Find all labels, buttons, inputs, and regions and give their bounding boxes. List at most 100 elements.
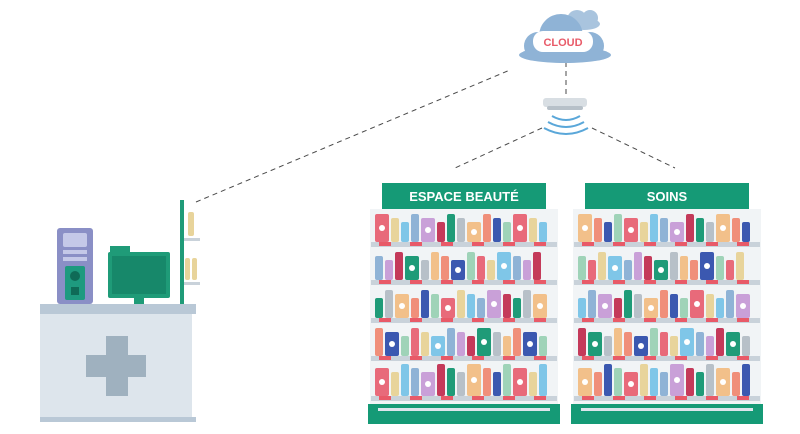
product-item [385, 290, 393, 318]
product-item [644, 256, 652, 280]
product-item [447, 214, 455, 242]
product-item [732, 218, 740, 242]
product-item [467, 252, 475, 280]
product-item [483, 214, 491, 242]
product-label [612, 265, 618, 271]
product-item [660, 218, 668, 242]
shelf-plank [574, 280, 760, 285]
product-grid [574, 214, 760, 401]
price-tag [534, 280, 546, 284]
product-item [447, 328, 455, 356]
product-item [670, 336, 678, 356]
product-item [539, 336, 547, 356]
product-label [481, 339, 487, 345]
price-tag [675, 318, 687, 322]
product-item [624, 260, 632, 280]
product-label [694, 301, 700, 307]
product-item [503, 222, 511, 242]
product-item [578, 256, 586, 280]
shelf-espace-beaute: ESPACE BEAUTÉ [368, 183, 560, 424]
product-label [471, 377, 477, 383]
product-item [614, 298, 622, 318]
price-tag [675, 356, 687, 360]
product-label [517, 379, 523, 385]
pharmacy-cross-icon [86, 336, 146, 396]
price-tag [613, 396, 625, 400]
shelf-plank [574, 318, 760, 323]
shelf-plank [574, 396, 760, 401]
product-label [582, 379, 588, 385]
price-tag [379, 396, 391, 400]
product-item [696, 218, 704, 242]
price-tag [441, 396, 453, 400]
product-label [720, 225, 726, 231]
product-item [742, 336, 750, 356]
product-item [431, 252, 439, 280]
price-tag [410, 318, 422, 322]
price-tag [706, 280, 718, 284]
price-tag [675, 280, 687, 284]
product-item [706, 294, 714, 318]
product-item [431, 294, 439, 318]
product-item [457, 290, 465, 318]
shelf-soins: SOINS [571, 183, 763, 424]
product-item [660, 290, 668, 318]
product-item [594, 372, 602, 396]
product-item [411, 328, 419, 356]
price-tag [410, 356, 422, 360]
shelf-plank [371, 318, 557, 323]
product-item [523, 290, 531, 318]
product-item [411, 298, 419, 318]
shelf-plank [371, 396, 557, 401]
monitor-icon [108, 246, 170, 304]
product-item [401, 222, 409, 242]
price-tag [582, 242, 594, 246]
product-item [503, 336, 511, 356]
shelf-plank [371, 356, 557, 361]
product-label [704, 263, 710, 269]
product-item [706, 336, 714, 356]
product-label [592, 341, 598, 347]
price-tag [503, 280, 515, 284]
price-tag [410, 242, 422, 246]
product-item [441, 256, 449, 280]
product-item [457, 218, 465, 242]
glass-partition [180, 200, 184, 308]
side-shelf [184, 282, 200, 285]
product-label [425, 381, 431, 387]
shelf-header [585, 183, 749, 209]
product-item [624, 290, 632, 318]
price-tag [534, 318, 546, 322]
product-label [628, 227, 634, 233]
product-grid [371, 214, 557, 401]
link-counter-to-cloud [195, 69, 511, 203]
counter-top [40, 304, 196, 314]
product-item [614, 368, 622, 396]
product-label [740, 303, 746, 309]
price-tag [503, 396, 515, 400]
product-item [375, 298, 383, 318]
product-item [539, 222, 547, 242]
product-item [670, 294, 678, 318]
shelf-base [368, 404, 560, 424]
price-tag [503, 242, 515, 246]
product-label [399, 303, 405, 309]
price-tag [503, 356, 515, 360]
product-item [680, 298, 688, 318]
price-tag [582, 318, 594, 322]
product-item [493, 218, 501, 242]
shelf-base [571, 404, 763, 424]
product-label [491, 301, 497, 307]
product-item [706, 222, 714, 242]
price-tag [534, 356, 546, 360]
product-item [690, 260, 698, 280]
price-tag [472, 242, 484, 246]
price-tag [582, 356, 594, 360]
product-label [602, 303, 608, 309]
price-tag [644, 356, 656, 360]
product-item [736, 252, 744, 280]
price-tag [582, 280, 594, 284]
product-item [726, 260, 734, 280]
product-item [477, 298, 485, 318]
product-label [445, 305, 451, 311]
